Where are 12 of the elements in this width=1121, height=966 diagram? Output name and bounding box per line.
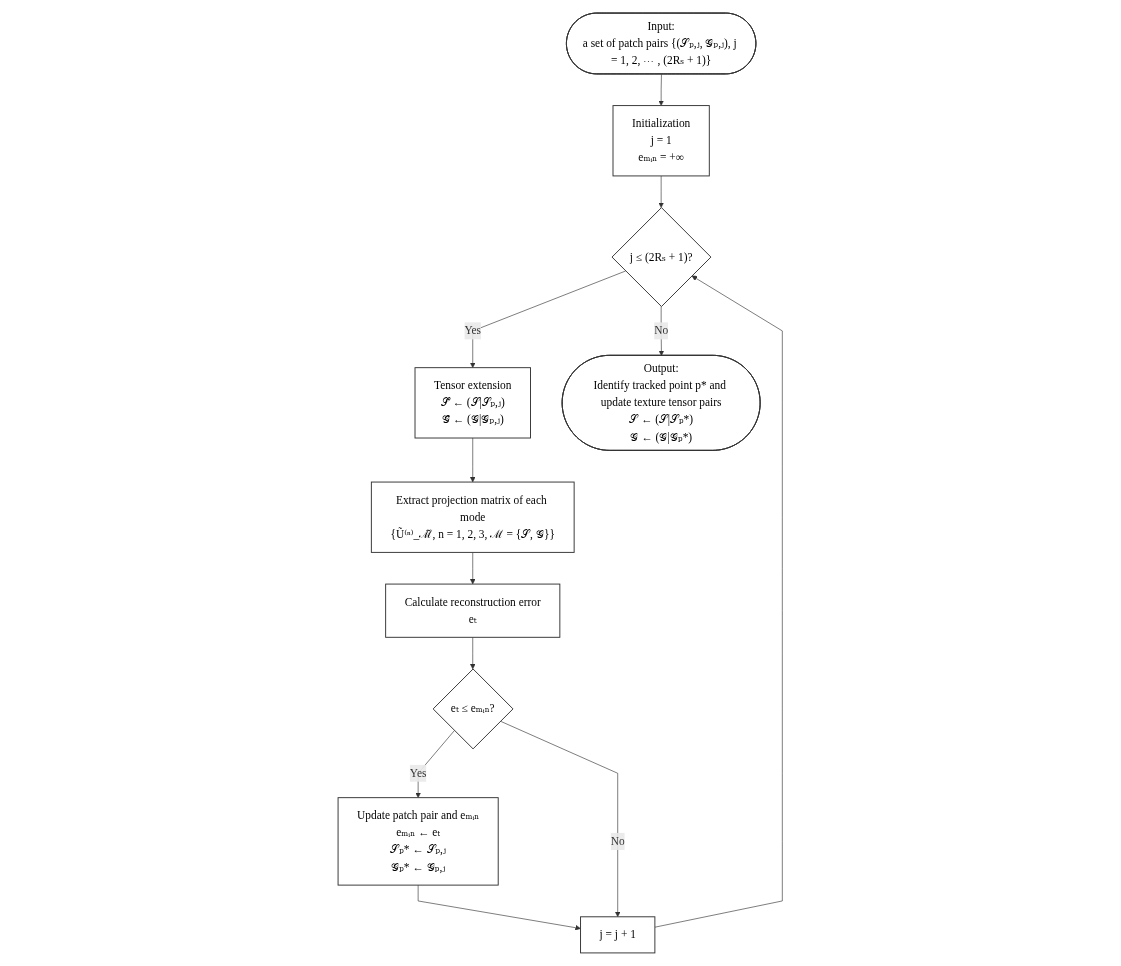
edge-label: Yes: [464, 324, 482, 337]
node-diamond: j ≤ (2Rₛ + 1)?: [611, 207, 712, 307]
node-box: Initialization j = 1 eₘᵢₙ = +∞: [612, 105, 711, 177]
node-box: Extract projection matrix of each mode {Ũ⁽ⁿ⁾_ℳ̃, n = 1, 2, 3, ℳ = {𝒮, 𝒢}}: [371, 481, 575, 553]
node-box: j = j + 1: [580, 916, 656, 954]
edge-label: Yes: [410, 766, 427, 780]
node-box: Calculate reconstruction error eₜ: [385, 583, 561, 638]
edge-label: No: [611, 834, 625, 848]
node-box: Update patch pair and eₘᵢₙ eₘᵢₙ ← eₜ 𝒮ₚ* ← 𝒮ₚ,ⱼ 𝒢ₚ* ← 𝒢ₚ,ⱼ: [337, 797, 499, 886]
node-diamond: eₜ ≤ eₘᵢₙ?: [432, 668, 514, 750]
edge-label: No: [654, 324, 669, 337]
node-box: Tensor extension 𝒮̃ ← (𝒮|𝒮ₚ,ⱼ) 𝒢̃ ← (𝒢|𝒢ₚ,ⱼ): [414, 367, 532, 439]
